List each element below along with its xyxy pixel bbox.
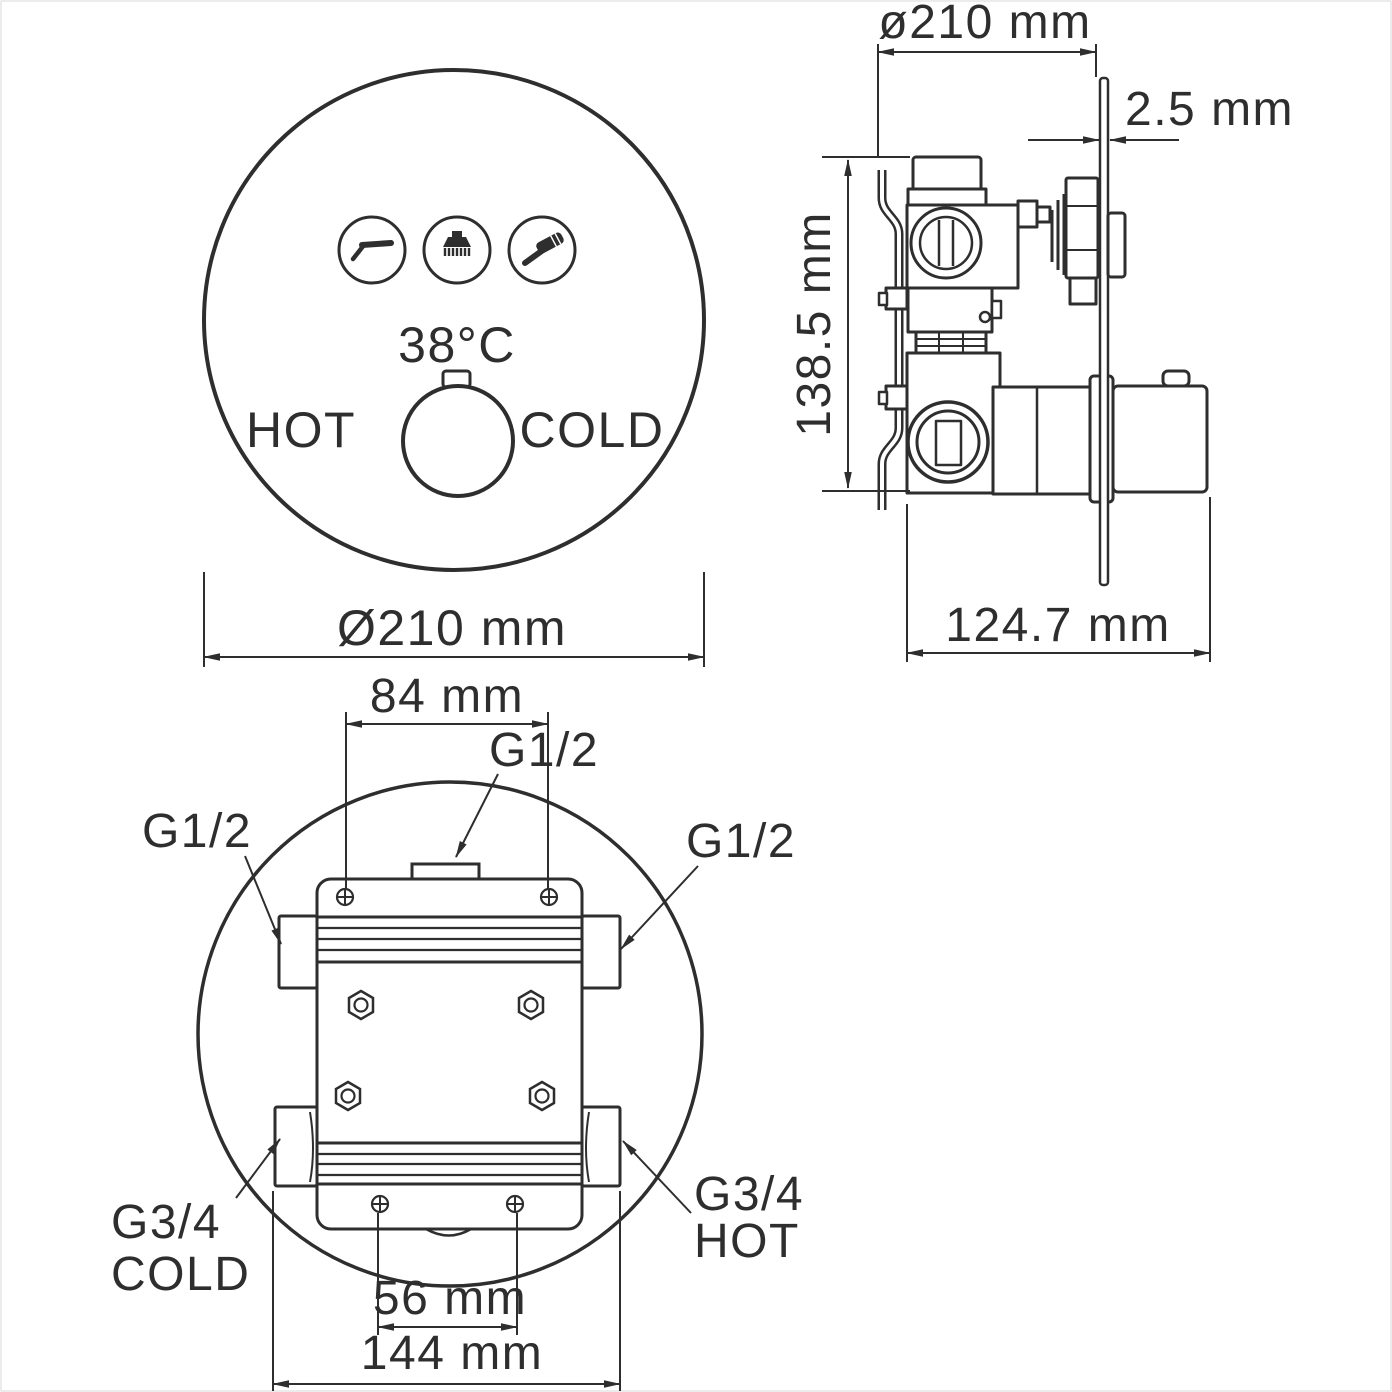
bath-spout-icon (350, 240, 394, 262)
plate-thickness-dimension: 2.5 mm (1028, 83, 1294, 144)
mounting-bracket (877, 170, 904, 510)
knob-outline (401, 384, 515, 498)
faceplate-outline (202, 68, 706, 572)
hex-bolt (334, 1080, 362, 1112)
outlet-left-callout: G1/2 (142, 805, 282, 945)
mounting-screws (335, 887, 559, 1214)
valve-body-side (877, 155, 1209, 504)
hand-shower-icon (522, 232, 564, 266)
overall-width-label: 144 mm (361, 1327, 543, 1380)
diverter-button-side (1106, 211, 1127, 279)
hot-inlet-callout: G3/4 HOT (622, 1140, 804, 1268)
front-view: 38°C HOT COLD Ø210 mm (202, 68, 706, 667)
outlet-right-label: G1/2 (686, 815, 796, 868)
depth-label: 124.7 mm (945, 599, 1170, 652)
shaft-arc (425, 1227, 472, 1237)
screw (505, 1194, 525, 1214)
screw-span-top-dimension: 84 mm (345, 670, 549, 889)
cold-inlet-callout: G3/4 COLD (111, 1138, 281, 1301)
outlet-top-label: G1/2 (489, 724, 599, 777)
faceplate-outline-rear (196, 780, 704, 1288)
bath-spout-button (337, 215, 407, 285)
top-cap (911, 155, 983, 193)
overall-width-dimension: 144 mm (272, 1191, 621, 1391)
left-stub-lower (884, 384, 909, 411)
cold-inlet-label-word: COLD (111, 1248, 250, 1301)
bottom-view: 84 mm G1/2 G1/2 G1/2 G3/4 COLD G3/4 HOT (111, 670, 804, 1391)
rain-shower-icon (443, 231, 471, 256)
body-height-dimension: 138.5 mm (788, 156, 910, 492)
upper-port-circle (909, 206, 983, 280)
depth-dimension: 124.7 mm (906, 497, 1211, 662)
hand-shower-button (507, 215, 577, 285)
side-diameter-dimension: ø210 mm (877, 0, 1097, 157)
side-diameter-label: ø210 mm (878, 0, 1091, 49)
plate-thickness-label: 2.5 mm (1125, 83, 1294, 136)
hex-bolt (517, 989, 545, 1021)
screw (335, 887, 355, 907)
side-view: ø210 mm 2.5 mm 138.5 mm 124.7 mm (788, 0, 1294, 662)
screw-span-bottom-label: 56 mm (373, 1272, 527, 1325)
outlet-right-callout: G1/2 (620, 815, 796, 950)
outlet-left-label: G1/2 (142, 805, 252, 858)
hex-bolt (347, 989, 375, 1021)
lower-port-band (315, 1141, 584, 1186)
screw-span-top-label: 84 mm (370, 670, 524, 723)
upper-port-band (315, 915, 584, 964)
front-diameter-label: Ø210 mm (337, 600, 567, 656)
knob-tab-side (1161, 369, 1191, 388)
left-stub-upper (884, 286, 909, 311)
hot-label: HOT (246, 402, 356, 458)
cold-label: COLD (520, 402, 665, 458)
knob-side (1111, 384, 1209, 494)
diverter-buttons (337, 215, 577, 285)
rain-shower-button (422, 215, 492, 285)
hex-bolt (528, 1080, 556, 1112)
temperature-label: 38°C (398, 317, 516, 373)
screw-span-bottom-dimension: 56 mm (373, 1213, 527, 1335)
cartridge-housing (991, 385, 1092, 496)
front-diameter-dimension: Ø210 mm (203, 572, 705, 667)
hot-inlet-label-word: HOT (694, 1215, 800, 1268)
diverter-mechanism (1016, 176, 1100, 306)
cold-inlet-label-size: G3/4 (111, 1196, 221, 1249)
hot-inlet-port (580, 1105, 622, 1188)
ribbed-collar (914, 330, 988, 355)
right-outlet-port (580, 914, 622, 990)
hex-bolts (334, 989, 556, 1112)
body-height-label: 138.5 mm (788, 211, 841, 436)
left-outlet-port (277, 914, 319, 990)
outlet-top-callout: G1/2 (455, 724, 599, 858)
screw (539, 887, 559, 907)
hot-inlet-label-size: G3/4 (694, 1168, 804, 1221)
mid-block (906, 286, 994, 334)
faceplate-side (1098, 76, 1110, 587)
screw (370, 1194, 390, 1214)
temperature-knob (401, 369, 515, 498)
